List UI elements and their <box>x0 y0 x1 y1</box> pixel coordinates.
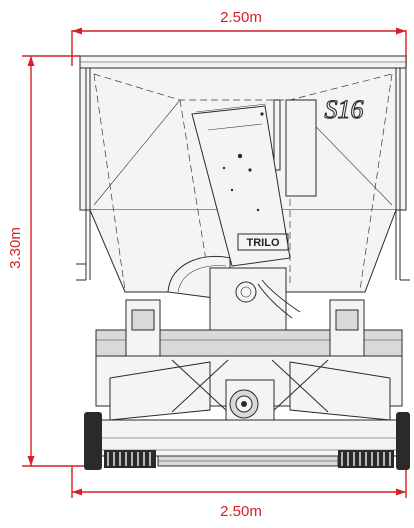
bottom-width-dimension: 2.50m <box>71 466 407 520</box>
left-wheel <box>84 412 156 470</box>
auger-chute: TRILO <box>191 103 291 267</box>
discharge-housing <box>167 255 301 331</box>
top-width-dimension: 2.50m <box>71 9 407 66</box>
maker-logo-plate <box>237 233 289 251</box>
height-label: 3.30m <box>7 227 24 269</box>
maker-logo: TRILO <box>247 237 280 249</box>
model-badge: S16 <box>325 95 364 124</box>
front-roller <box>157 455 339 467</box>
top-width-label: 2.50m <box>220 9 262 26</box>
right-wheel <box>338 412 410 470</box>
bottom-width-label: 2.50m <box>220 503 262 520</box>
height-dimension: 3.30m <box>7 55 100 467</box>
